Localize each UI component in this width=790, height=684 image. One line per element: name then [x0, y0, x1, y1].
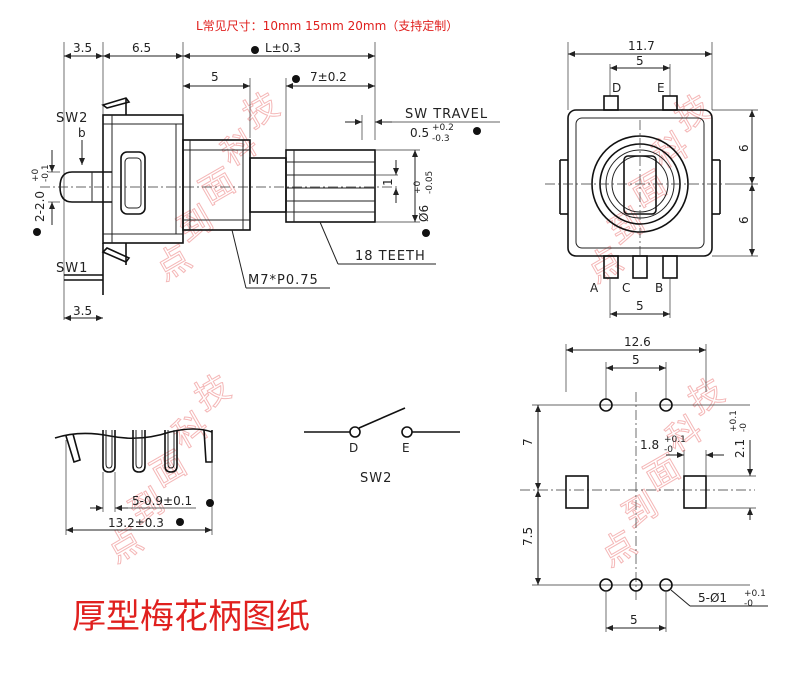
dim-pin-height: 2-2.0	[33, 191, 47, 222]
switch-sw2-label: SW2	[360, 471, 392, 486]
dim-front-bottom5: 5	[636, 299, 644, 313]
dim-pin-height-minus: -0.1	[41, 164, 51, 182]
pin-b-front-label: B	[655, 281, 663, 295]
pcb-dim-2-1: 2.1	[733, 439, 747, 458]
teeth-label: 18 TEETH	[355, 249, 426, 264]
pins-view: 5-0.9±0.1 13.2±0.3	[54, 428, 214, 535]
dim-right-6-top: 6	[737, 144, 751, 152]
drawing-title: 厚型梅花柄图纸	[72, 597, 310, 637]
pin-d-label: D	[612, 81, 621, 95]
side-view: 3.5 6.5 L±0.3 5 7±0.2 SW TRAVEL 0.5 +0.2…	[31, 41, 500, 321]
pcb-dim-1-8-plus: +0.1	[664, 435, 686, 445]
pcb-dim-1-8-minus: -0	[664, 445, 673, 455]
dim-pin-height-plus: +0	[31, 168, 41, 182]
sw-travel-value: 0.5	[410, 126, 429, 140]
pin-b-label: b	[78, 126, 86, 140]
dim-right-6-bottom: 6	[737, 216, 751, 224]
sw-travel-label: SW TRAVEL	[405, 107, 488, 122]
dim-pin-width: 5-0.9±0.1	[132, 494, 192, 508]
pcb-dim-7-5: 7.5	[521, 527, 535, 546]
dim-shaft-dia-plus: +0	[413, 180, 423, 194]
dim-knurl-length: 7±0.2	[310, 70, 347, 84]
dim-3-5-top: 3.5	[73, 41, 92, 55]
dim-1: 1	[381, 178, 395, 186]
dim-front-width: 11.7	[628, 39, 655, 53]
sw2-label: SW2	[56, 111, 88, 126]
dim-length: L±0.3	[265, 41, 301, 55]
front-view: 11.7 5 D E A C B	[545, 39, 758, 318]
sw1-label: SW1	[56, 261, 88, 276]
switch-symbol: D E SW2	[304, 407, 460, 486]
watermark-top: 点 到 面 科 技	[148, 84, 286, 289]
switch-e-label: E	[402, 441, 410, 455]
pin-e-label: E	[657, 81, 665, 95]
dim-shaft-dia: Ø6	[417, 205, 431, 222]
dim-3-5-bottom: 3.5	[73, 304, 92, 318]
dim-5-shaft: 5	[211, 70, 219, 84]
pcb-dim-1-8: 1.8	[640, 438, 659, 452]
sw-travel-minus: -0.3	[432, 134, 450, 144]
pin-a-label: A	[590, 281, 599, 295]
length-options-note: L常见尺寸：10mm 15mm 20mm（支持定制）	[196, 18, 458, 33]
dim-front-top5: 5	[636, 54, 644, 68]
pcb-footprint: 12.6 5 7 7.5 1.8 +0.1 -0	[520, 335, 768, 632]
pcb-dim-bottom5: 5	[630, 613, 638, 627]
pin-c-label: C	[622, 281, 630, 295]
dim-6-5: 6.5	[132, 41, 151, 55]
watermark-right-bottom: 点 到 面 科 技	[593, 370, 731, 575]
dim-pin-span: 13.2±0.3	[108, 516, 164, 530]
pcb-dim-2-1-minus: -0	[739, 423, 749, 432]
pcb-dim-7: 7	[521, 438, 535, 446]
sw-travel-plus: +0.2	[432, 123, 454, 133]
dim-shaft-dia-minus: -0.05	[425, 171, 435, 194]
watermark-left-bottom: 点 到 面 科 技	[100, 367, 238, 572]
pcb-dim-holes-minus: -0	[744, 599, 753, 609]
pcb-dim-top5: 5	[632, 353, 640, 367]
pcb-dim-width: 12.6	[624, 335, 651, 349]
pcb-dim-holes: 5-Ø1	[698, 591, 727, 605]
pcb-dim-holes-plus: +0.1	[744, 589, 766, 599]
thread-label: M7*P0.75	[248, 273, 319, 288]
pcb-dim-2-1-plus: +0.1	[729, 410, 739, 432]
switch-d-label: D	[349, 441, 358, 455]
